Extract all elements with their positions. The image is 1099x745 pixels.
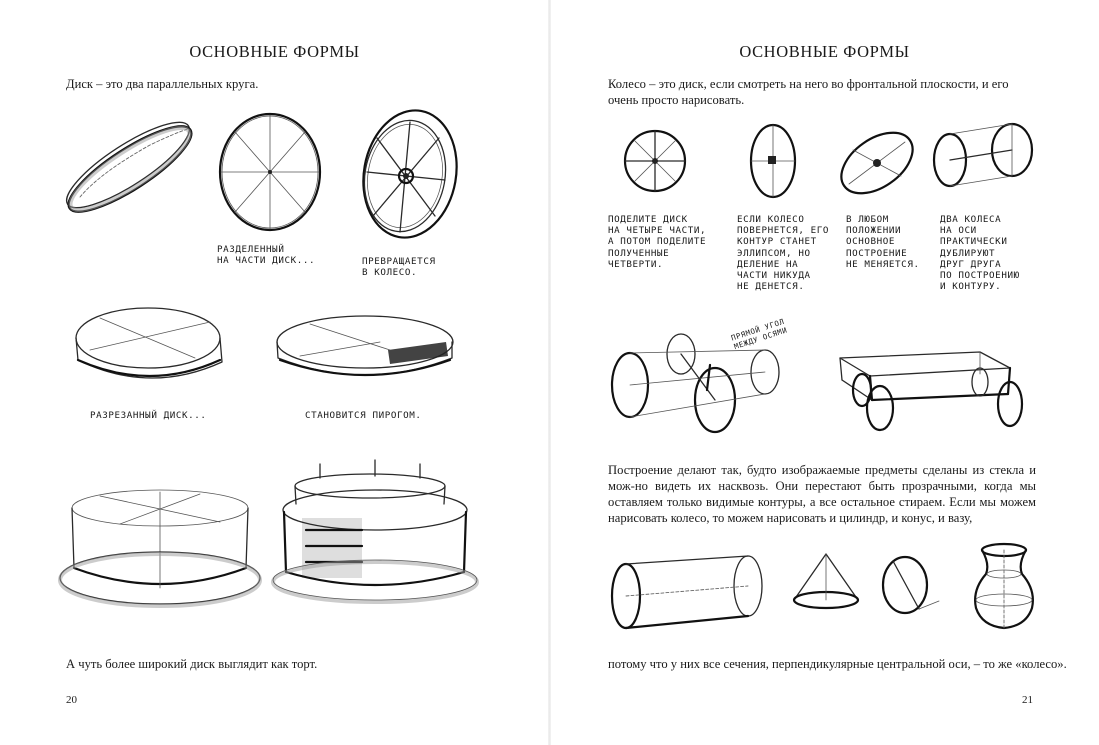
right-intro-text: Колесо – это диск, если смотреть на него… xyxy=(608,77,1009,107)
cut-disk-caption: РАЗРЕЗАННЫЙ ДИСК... xyxy=(90,410,207,421)
step3-caption: В ЛЮБОМ ПОЛОЖЕНИИ ОСНОВНОЕ ПОСТРОЕНИЕ НЕ… xyxy=(846,214,920,270)
left-intro-text: Диск – это два параллельных круга. xyxy=(66,77,259,91)
pie-caption: СТАНОВИТСЯ ПИРОГОМ. xyxy=(305,410,422,421)
front-wheel-sketch xyxy=(623,129,687,193)
turned-wheel-sketch xyxy=(749,123,797,199)
right-page: ОСНОВНЫЕ ФОРМЫ Колесо – это диск, если с… xyxy=(550,0,1099,745)
left-page: ОСНОВНЫЕ ФОРМЫ Диск – это два параллельн… xyxy=(0,0,549,745)
divided-disk-sketch xyxy=(218,112,322,232)
wide-disk-sketch xyxy=(58,489,262,608)
cart-sketch xyxy=(839,351,1024,432)
cylinder-sketch xyxy=(610,555,763,630)
wheels-on-axle-sketch xyxy=(932,122,1034,188)
step1-caption: ПОДЕЛИТЕ ДИСК НА ЧЕТЫРЕ ЧАСТИ, А ПОТОМ П… xyxy=(608,214,707,270)
pie-sketch xyxy=(276,315,454,377)
cone-sketch xyxy=(792,553,860,610)
flat-disk-sketch xyxy=(65,121,193,213)
divided-disk-caption: РАЗДЕЛЕННЫЙ НА ЧАСТИ ДИСК... xyxy=(217,244,316,267)
axle-construction-sketch xyxy=(610,333,780,434)
step2-caption: ЕСЛИ КОЛЕСО ПОВЕРНЕТСЯ, ЕГО КОНТУР СТАНЕ… xyxy=(737,214,829,293)
sphere-sketch xyxy=(881,555,940,615)
right-page-number: 21 xyxy=(1022,694,1033,706)
left-page-title: ОСНОВНЫЕ ФОРМЫ xyxy=(189,42,360,61)
book-gutter xyxy=(548,0,551,745)
right-page-title: ОСНОВНЫЕ ФОРМЫ xyxy=(739,42,910,61)
tilted-wheel-sketch xyxy=(840,131,914,195)
step4-caption: ДВА КОЛЕСА НА ОСИ ПРАКТИЧЕСКИ ДУБЛИРУЮТ … xyxy=(940,214,1020,293)
cut-disk-sketch xyxy=(75,307,223,379)
right-paragraph: Построение делают так, будто изображаемы… xyxy=(608,463,1036,525)
wheel-caption: ПРЕВРАЩАЕТСЯ В КОЛЕСО. xyxy=(362,256,436,279)
right-bottom-text: потому что у них все сечения, перпендику… xyxy=(608,657,1067,671)
cake-sketch xyxy=(271,459,479,604)
wheel-sketch xyxy=(362,109,458,239)
left-page-number: 20 xyxy=(66,694,77,706)
left-bottom-text: А чуть более широкий диск выглядит как т… xyxy=(66,657,318,671)
vase-sketch xyxy=(974,542,1034,630)
